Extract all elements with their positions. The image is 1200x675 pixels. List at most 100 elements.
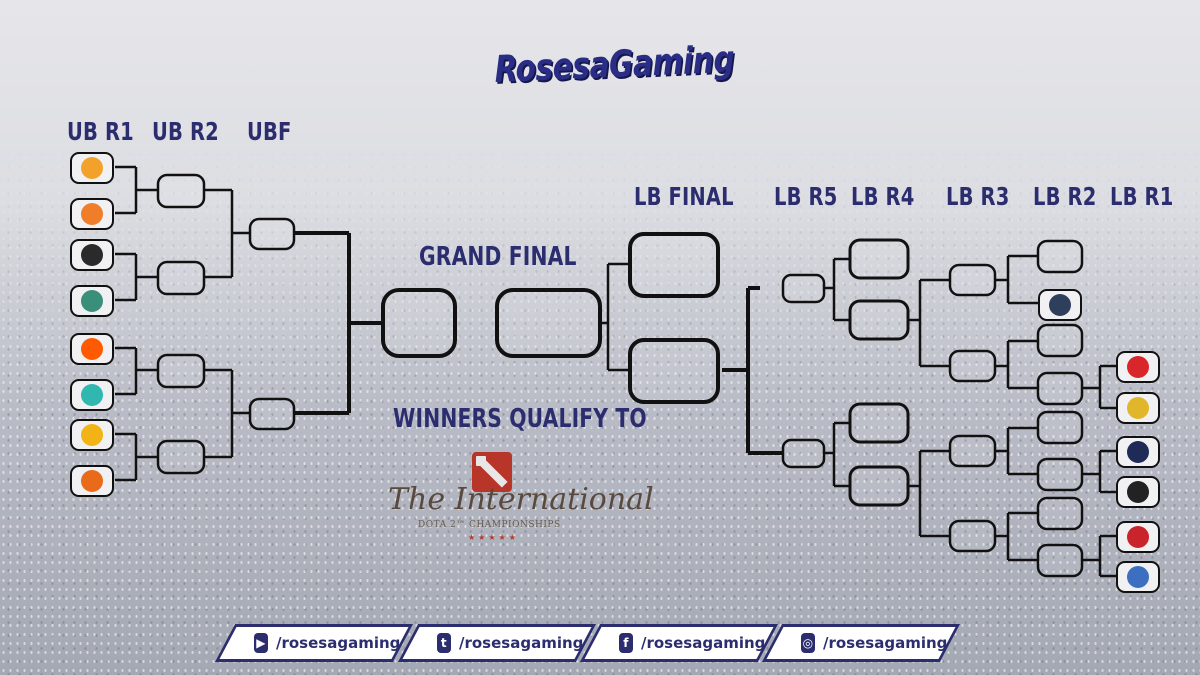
lilgun-logo-icon: [1049, 294, 1071, 316]
bracket-connector: [115, 252, 158, 302]
team-slot-ub: [70, 465, 114, 497]
social-instagram[interactable]: ◎ /rosesagaming: [761, 624, 961, 662]
boom-logo-icon: [81, 244, 103, 266]
bracket-connector: [995, 254, 1038, 305]
match-lb-r4: [848, 238, 910, 280]
red-gloves-logo-icon: [1127, 356, 1149, 378]
team-slot-lb: [1116, 436, 1160, 468]
column-label-lb-r3: LB R3: [946, 182, 1010, 211]
red-panther-logo-icon: [1127, 526, 1149, 548]
column-label-lb-r1: LB R1: [1110, 182, 1174, 211]
bracket-connector: [995, 511, 1038, 562]
bracket-connector: [824, 257, 850, 322]
event-stars: ★★★★★: [468, 533, 519, 542]
match-ub-r2: [156, 439, 206, 475]
ex-team-logo-icon: [1127, 566, 1149, 588]
match-lb-r2: [1036, 323, 1084, 358]
column-label-lb-final: LB FINAL: [634, 182, 734, 211]
twitter-icon: t: [437, 633, 451, 653]
bracket-connector: [115, 432, 158, 482]
team-slot-lb: [1116, 392, 1160, 424]
match-grand-final: [495, 288, 602, 358]
team-slot-lb: [1116, 521, 1160, 553]
bracket-connector: [995, 339, 1038, 390]
match-lb-r2: [1036, 496, 1084, 531]
match-lb-r3: [948, 519, 997, 553]
match-lb-r3: [948, 349, 997, 383]
team-slot-lb: [1116, 351, 1160, 383]
match-lb-r2: [1036, 457, 1084, 492]
yellow-wing-logo-icon: [1127, 397, 1149, 419]
event-subtitle: DOTA 2™ CHAMPIONSHIPS: [418, 520, 561, 530]
t-circle-logo-icon: [1127, 481, 1149, 503]
match-lb-final: [628, 338, 720, 404]
match-lb-r3: [948, 263, 997, 297]
team-slot-lb: [1038, 289, 1082, 321]
geek-fam-logo-icon: [81, 384, 103, 406]
onemation-logo-icon: [81, 157, 103, 179]
match-lb-r3: [948, 434, 997, 468]
bracket-connector: [824, 421, 850, 488]
social-handle: /rosesagaming: [822, 634, 947, 652]
bracket-connector: [204, 368, 250, 459]
bracket-connector: [1082, 534, 1116, 578]
social-handle: /rosesagaming: [275, 634, 400, 652]
bracket-connector: [115, 165, 158, 215]
social-youtube[interactable]: ▶ /rosesagaming: [214, 624, 414, 662]
fnatic-logo-icon: [81, 338, 103, 360]
rrq-logo-icon: [81, 470, 103, 492]
bracket-connector: [115, 346, 158, 396]
bracket-connector: [908, 278, 950, 368]
team-slot-ub: [70, 333, 114, 365]
team-slot-ub: [70, 285, 114, 317]
team-slot-ub: [70, 379, 114, 411]
match-lb-r4: [848, 402, 910, 444]
team-slot-ub: [70, 198, 114, 230]
bracket-connector: [1082, 364, 1116, 410]
team-slot-ub: [70, 152, 114, 184]
match-grand-final: [381, 288, 457, 358]
team-slot-lb: [1116, 476, 1160, 508]
team-slot-lb: [1116, 561, 1160, 593]
instagram-icon: ◎: [801, 633, 815, 653]
bracket-connector: [1082, 449, 1116, 494]
match-lb-r2: [1036, 543, 1084, 578]
column-label-lb-r4: LB R4: [851, 182, 915, 211]
grand-final-label: GRAND FINAL: [419, 242, 577, 272]
match-lb-r2: [1036, 371, 1084, 406]
match-ubf: [248, 397, 296, 431]
bracket-connector: [908, 449, 950, 538]
youtube-icon: ▶: [254, 633, 268, 653]
team-slot-ub: [70, 419, 114, 451]
match-ub-r2: [156, 173, 206, 209]
column-label-ub-r1: UB R1: [67, 117, 134, 146]
owl-team-logo-icon: [1127, 441, 1149, 463]
tigers-logo-icon: [81, 203, 103, 225]
column-label-lb-r5: LB R5: [774, 182, 838, 211]
match-lb-r5: [781, 438, 826, 469]
qualify-label: WINNERS QUALIFY TO: [393, 404, 647, 434]
column-label-lb-r2: LB R2: [1033, 182, 1097, 211]
the-international-logo: The International DOTA 2™ CHAMPIONSHIPS …: [388, 452, 654, 552]
match-lb-final: [628, 232, 720, 298]
column-label-ub-r2: UB R2: [152, 117, 219, 146]
bracket-connector: [995, 426, 1038, 476]
social-handle: /rosesagaming: [640, 634, 765, 652]
neon-logo-icon: [81, 424, 103, 446]
execration-logo-icon: [81, 290, 103, 312]
bracket-connector: [294, 231, 383, 415]
match-ub-r2: [156, 353, 206, 389]
social-handle: /rosesagaming: [458, 634, 583, 652]
match-lb-r5: [781, 273, 826, 304]
match-lb-r4: [848, 465, 910, 507]
event-title: The International: [388, 482, 654, 517]
social-twitter[interactable]: t /rosesagaming: [397, 624, 597, 662]
match-ubf: [248, 217, 296, 251]
match-lb-r2: [1036, 410, 1084, 445]
bracket-connector: [600, 262, 630, 372]
match-lb-r2: [1036, 239, 1084, 274]
match-lb-r4: [848, 299, 910, 341]
dota2-emblem-icon: [472, 452, 512, 492]
social-facebook[interactable]: f /rosesagaming: [579, 624, 779, 662]
